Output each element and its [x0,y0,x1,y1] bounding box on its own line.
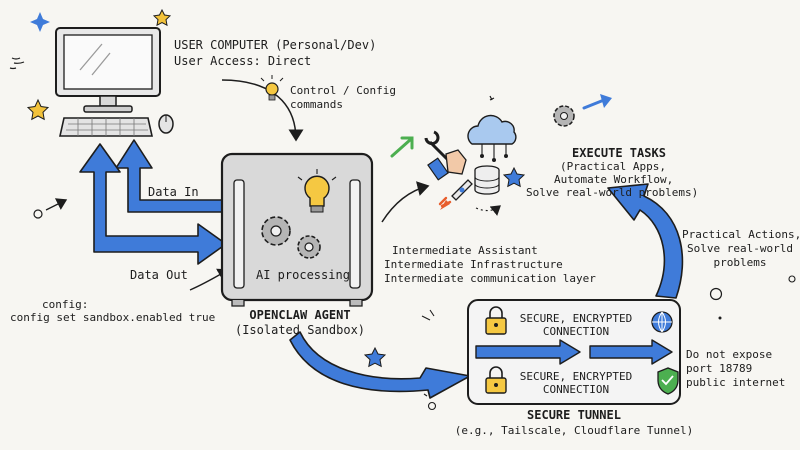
dotted-arrow [475,205,501,216]
config-command: config set sandbox.enabled true [10,311,216,324]
sparkle-icon [9,57,25,70]
data-out-arrow [79,143,227,265]
sparkle-icon [33,198,68,219]
warning-line1: Do not expose [686,348,773,361]
globe-icon [651,311,673,333]
role-line3: Intermediate communication layer [384,272,596,285]
agent-box [220,152,374,307]
practical-line2: Solve real-world [687,242,793,255]
practical-line3: problems [713,256,767,269]
star-icon [363,346,387,368]
star-icon [152,8,172,27]
data-out-label: Data Out [130,268,188,282]
keyboard-icon [59,117,153,137]
sparkle-icon [421,309,435,321]
rocket-icon [438,179,473,210]
practical-line1: Practical Actions, [682,228,800,241]
sparkle-icon [30,12,50,32]
execute-line2: Automate Workflow, [554,173,674,186]
cloud-network-icon [467,114,517,162]
control-label-line1: Control / Config [290,84,396,97]
execute-line1: (Practical Apps, [560,160,666,173]
tunnel-subtitle: (e.g., Tailscale, Cloudflare Tunnel) [454,424,694,437]
execute-arrow-icon [582,94,612,110]
gears-icon [261,216,321,259]
warning-line2: port 18789 [686,362,753,375]
user-computer-title: USER COMPUTER (Personal/Dev) [174,38,377,52]
star-icon [502,166,526,188]
agent-title: OPENCLAW AGENT [249,308,351,322]
agent-inner-label: AI processing [256,268,350,282]
control-arrow [221,79,304,142]
connection-2-line2: CONNECTION [542,383,610,396]
lightbulb-icon [260,75,284,101]
database-icon [474,165,500,195]
tunnel-to-tasks-arrow [607,183,684,299]
wrench-hand-icon [424,130,467,181]
connection-2-line1: SECURE, ENCRYPTED [519,370,633,383]
tunnel-title: SECURE TUNNEL [527,408,621,422]
role-line1: Intermediate Assistant [392,244,538,257]
execute-title: EXECUTE TASKS [572,146,666,160]
tunnel-arrow-left [475,339,581,365]
config-label: config: [42,298,89,311]
execute-line3: Solve real-world problems) [526,186,699,199]
shield-check-icon [657,367,679,395]
data-in-arrow [115,139,227,213]
role-line2: Intermediate Infrastructure [384,258,563,271]
desktop-computer-icon [55,27,161,113]
agent-to-tools-arrow [381,181,430,223]
sparkle-icon [709,275,796,320]
green-arrow-icon [390,136,414,158]
connection-1-line1: SECURE, ENCRYPTED [519,312,633,325]
connection-1-line2: CONNECTION [542,325,610,338]
agent-subtitle: (Isolated Sandbox) [234,323,366,337]
star-icon [26,98,50,121]
tunnel-arrow-right [589,339,673,365]
warning-line3: public internet [686,376,786,389]
lightbulb-icon [297,169,337,213]
agent-to-tunnel-arrow [289,331,471,399]
control-label-line2: commands [290,98,343,111]
padlock-icon [485,366,507,394]
user-computer-subtitle: User Access: Direct [174,54,312,68]
padlock-icon [485,306,507,335]
sparkle-icon [489,95,495,101]
data-in-label: Data In [148,185,199,199]
mouse-icon [158,114,174,134]
gear-icon [553,105,575,127]
